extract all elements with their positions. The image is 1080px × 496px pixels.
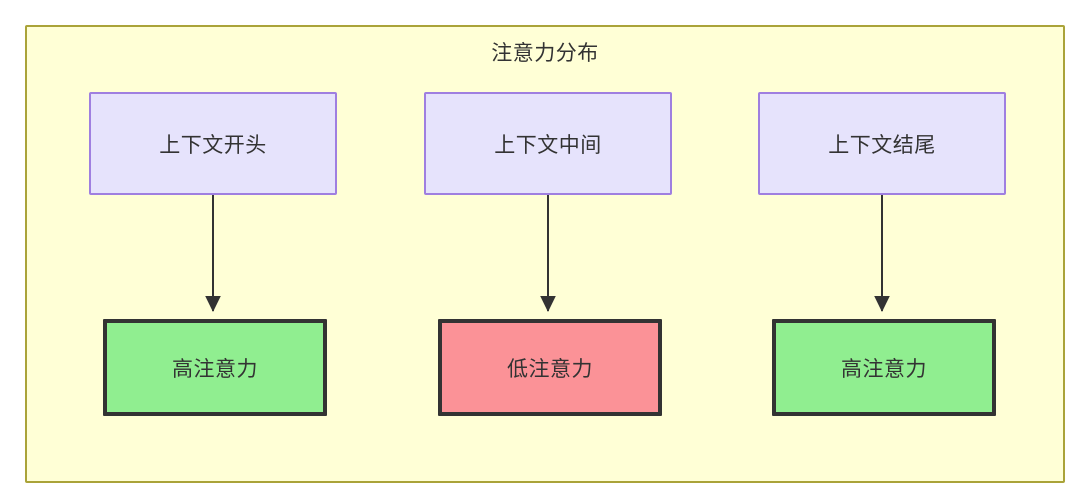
node-attn-end-label: 高注意力 (841, 357, 927, 381)
node-attn-start-label: 高注意力 (172, 357, 258, 381)
node-attn-end[interactable]: 高注意力 (772, 319, 996, 416)
node-ctx-middle-label: 上下文中间 (494, 133, 602, 157)
node-attn-middle-label: 低注意力 (507, 357, 593, 381)
node-ctx-middle[interactable]: 上下文中间 (424, 92, 672, 195)
node-attn-start[interactable]: 高注意力 (103, 319, 327, 416)
node-ctx-start[interactable]: 上下文开头 (89, 92, 337, 195)
cluster-title: 注意力分布 (491, 42, 599, 65)
node-ctx-start-label: 上下文开头 (159, 133, 267, 157)
node-attn-middle[interactable]: 低注意力 (438, 319, 662, 416)
node-ctx-end-label: 上下文结尾 (828, 133, 936, 157)
node-ctx-end[interactable]: 上下文结尾 (758, 92, 1006, 195)
